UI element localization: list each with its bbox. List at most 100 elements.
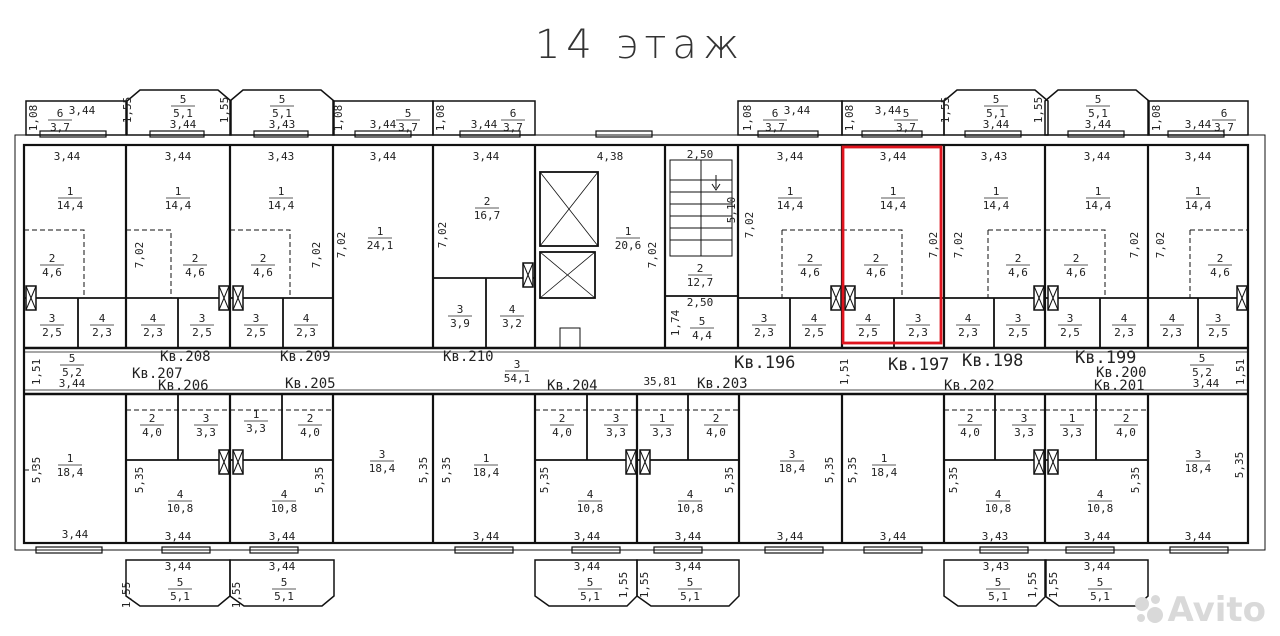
room-area: 5,1 [680,590,700,603]
room-label: 55,2 [60,352,84,379]
room-label: 318,4 [369,448,396,475]
room-number: 1 [67,185,74,198]
room-number: 2 [697,262,704,275]
room-label: 42,5 [802,312,826,339]
room-label: 42,3 [956,312,980,339]
dimension: 3,44 [1185,118,1212,131]
room-area: 5,1 [580,590,600,603]
dimension: 1,55 [638,572,651,599]
room-area: 4,6 [866,266,886,279]
room-area: 14,4 [165,199,192,212]
room-number: 4 [509,303,516,316]
room-label: 24,6 [251,252,275,279]
room-label: 54,4 [690,315,714,342]
room-area: 3,3 [1062,426,1082,439]
dimension: 3,43 [981,150,1008,163]
room-number: 5 [903,107,910,120]
dimension: 5,35 [947,467,960,494]
watermark-text: Avito [1167,590,1266,630]
dimension: 3,44 [1185,150,1212,163]
dimension: 3,44 [983,118,1010,131]
room-area: 2,3 [92,326,112,339]
room-number: 5 [1199,352,1206,365]
dimension: 1,08 [332,105,345,132]
room-label: 410,8 [1087,488,1114,515]
room-label: 114,4 [1085,185,1112,212]
room-label: 32,3 [906,312,930,339]
room-area: 3,3 [196,426,216,439]
room-area: 5,1 [1090,590,1110,603]
room-number: 2 [149,412,156,425]
room-area: 4,4 [692,329,712,342]
room-label: 114,4 [1185,185,1212,212]
dimension: 5,35 [30,457,43,484]
room-number: 5 [993,93,1000,106]
dimension: 5,35 [133,467,146,494]
dimension: 3,43 [269,118,296,131]
room-area: 14,4 [983,199,1010,212]
dimension: 1,51 [30,359,43,386]
room-label: 410,8 [985,488,1012,515]
dimension: 3,43 [983,560,1010,573]
room-number: 3 [203,412,210,425]
room-number: 4 [965,312,972,325]
room-area: 4,6 [800,266,820,279]
room-number: 5 [1095,93,1102,106]
room-number: 2 [260,252,267,265]
room-label: 43,2 [500,303,524,330]
room-number: 2 [559,412,566,425]
room-area: 5,1 [272,107,292,120]
dimension: 7,02 [436,222,449,249]
room-label: 24,6 [798,252,822,279]
room-area: 4,0 [142,426,162,439]
room-area: 4,6 [253,266,273,279]
room-label: 33,3 [1012,412,1036,439]
room-area: 2,5 [192,326,212,339]
room-number: 5 [587,576,594,589]
room-label: 33,9 [448,303,472,330]
room-number: 4 [150,312,157,325]
room-area: 3,3 [1014,426,1034,439]
room-number: 3 [457,303,464,316]
room-label: 24,0 [140,412,164,439]
room-area: 3,3 [606,426,626,439]
room-number: 2 [1015,252,1022,265]
room-label: 53,7 [396,107,420,134]
dimension: 3,44 [675,530,702,543]
room-label: 13,3 [650,412,674,439]
dimension: 7,02 [927,232,940,259]
dimension: 3,44 [69,104,96,117]
room-label: 33,3 [604,412,628,439]
dimension: 5,35 [440,457,453,484]
room-area: 54,1 [504,372,531,385]
room-label: 55,1 [984,93,1008,120]
room-area: 3,7 [398,121,418,134]
room-area: 10,8 [1087,502,1114,515]
avito-logo-icon [1133,593,1164,627]
room-label: 63,7 [48,107,72,134]
dimension: 3,43 [268,150,295,163]
room-area: 3,7 [50,121,70,134]
dimension: 7,02 [1128,232,1141,259]
room-number: 1 [625,225,632,238]
room-number: 3 [789,448,796,461]
room-area: 18,4 [779,462,806,475]
room-area: 4,6 [42,266,62,279]
room-label: 114,4 [880,185,907,212]
room-number: 1 [253,408,260,421]
room-area: 18,4 [369,462,396,475]
room-number: 1 [659,412,666,425]
room-label: 24,0 [550,412,574,439]
room-label: 55,1 [678,576,702,603]
room-area: 4,0 [552,426,572,439]
room-area: 5,1 [173,107,193,120]
room-number: 2 [1073,252,1080,265]
room-area: 2,5 [246,326,266,339]
dimension: 3,44 [59,377,86,390]
room-area: 14,4 [777,199,804,212]
dimension: 3,44 [875,104,902,117]
room-number: 1 [890,185,897,198]
room-label: 24,6 [40,252,64,279]
dimension: 1,08 [434,105,447,132]
room-area: 2,5 [42,326,62,339]
